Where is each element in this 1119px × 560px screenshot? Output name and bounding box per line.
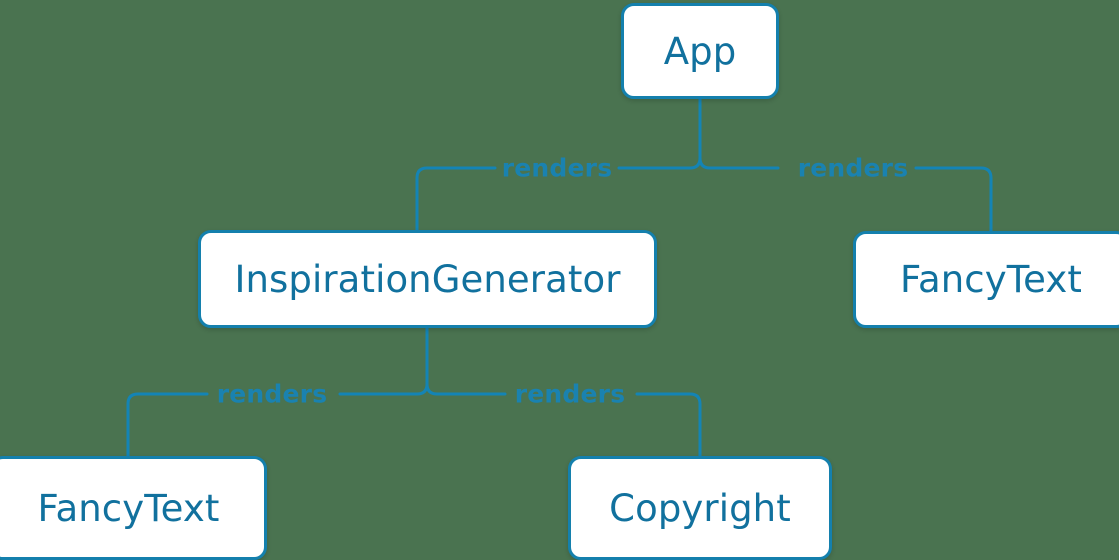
edge-app-trunk-right: [698, 156, 780, 170]
edge-app-to-fancytext-right: [914, 166, 993, 233]
edge-inspirationgenerator-trunk-right: [425, 382, 507, 396]
edge-inspirationgenerator-trunk: [338, 326, 429, 396]
edge-inspirationgenerator-to-copyright: [635, 392, 702, 458]
edge-app-trunk: [617, 97, 702, 170]
node-fancytext-right-label: FancyText: [900, 258, 1082, 301]
node-fancytext-right[interactable]: FancyText: [853, 231, 1119, 328]
node-fancytext-bottom[interactable]: FancyText: [0, 456, 267, 560]
node-inspiration-generator-label: InspirationGenerator: [234, 257, 621, 301]
edge-label-inspiration-generator-to-copyright: renders: [514, 379, 626, 409]
node-app[interactable]: App: [621, 3, 779, 99]
node-copyright[interactable]: Copyright: [568, 456, 832, 560]
node-copyright-label: Copyright: [609, 486, 791, 530]
node-fancytext-bottom-label: FancyText: [37, 486, 220, 530]
edge-inspirationgenerator-to-fancytext-bottom: [126, 392, 209, 458]
edge-app-to-inspirationgenerator: [415, 166, 497, 232]
edge-label-app-to-inspiration-generator: renders: [501, 153, 613, 183]
edge-label-inspiration-generator-to-fancytext-bottom: renders: [216, 379, 328, 409]
node-app-label: App: [663, 29, 737, 73]
node-inspiration-generator[interactable]: InspirationGenerator: [198, 230, 657, 328]
edge-label-app-to-fancytext-right: renders: [797, 153, 909, 183]
